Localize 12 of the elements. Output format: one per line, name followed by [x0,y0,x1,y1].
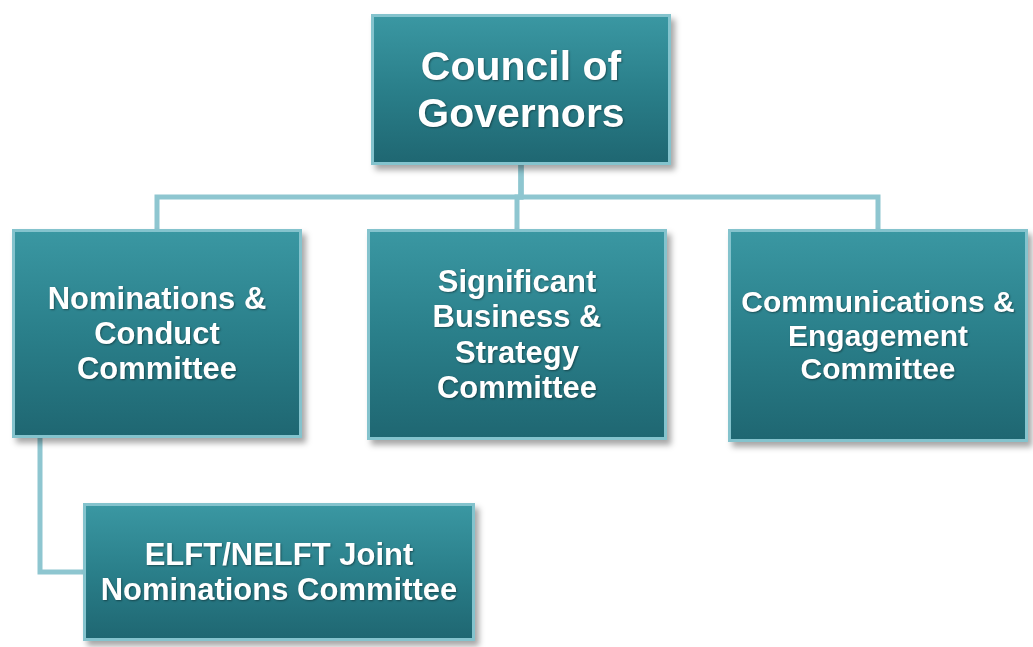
box-title: Communications & Engagement Committee [741,284,1015,387]
box-title: Significant Business & Strategy Committee [431,264,603,405]
committee-box [12,229,302,438]
connector-line [518,165,881,229]
connector-line [37,438,83,575]
committee-box [83,503,475,641]
box-title: ELFT/NELFT Joint Nominations Committee [99,537,459,607]
committee-box [367,229,667,440]
box-title: Council of Governors [416,43,626,136]
committee-box [728,229,1028,442]
box-title: Nominations & Conduct Committee [46,280,268,386]
governing-body-box [371,14,671,165]
